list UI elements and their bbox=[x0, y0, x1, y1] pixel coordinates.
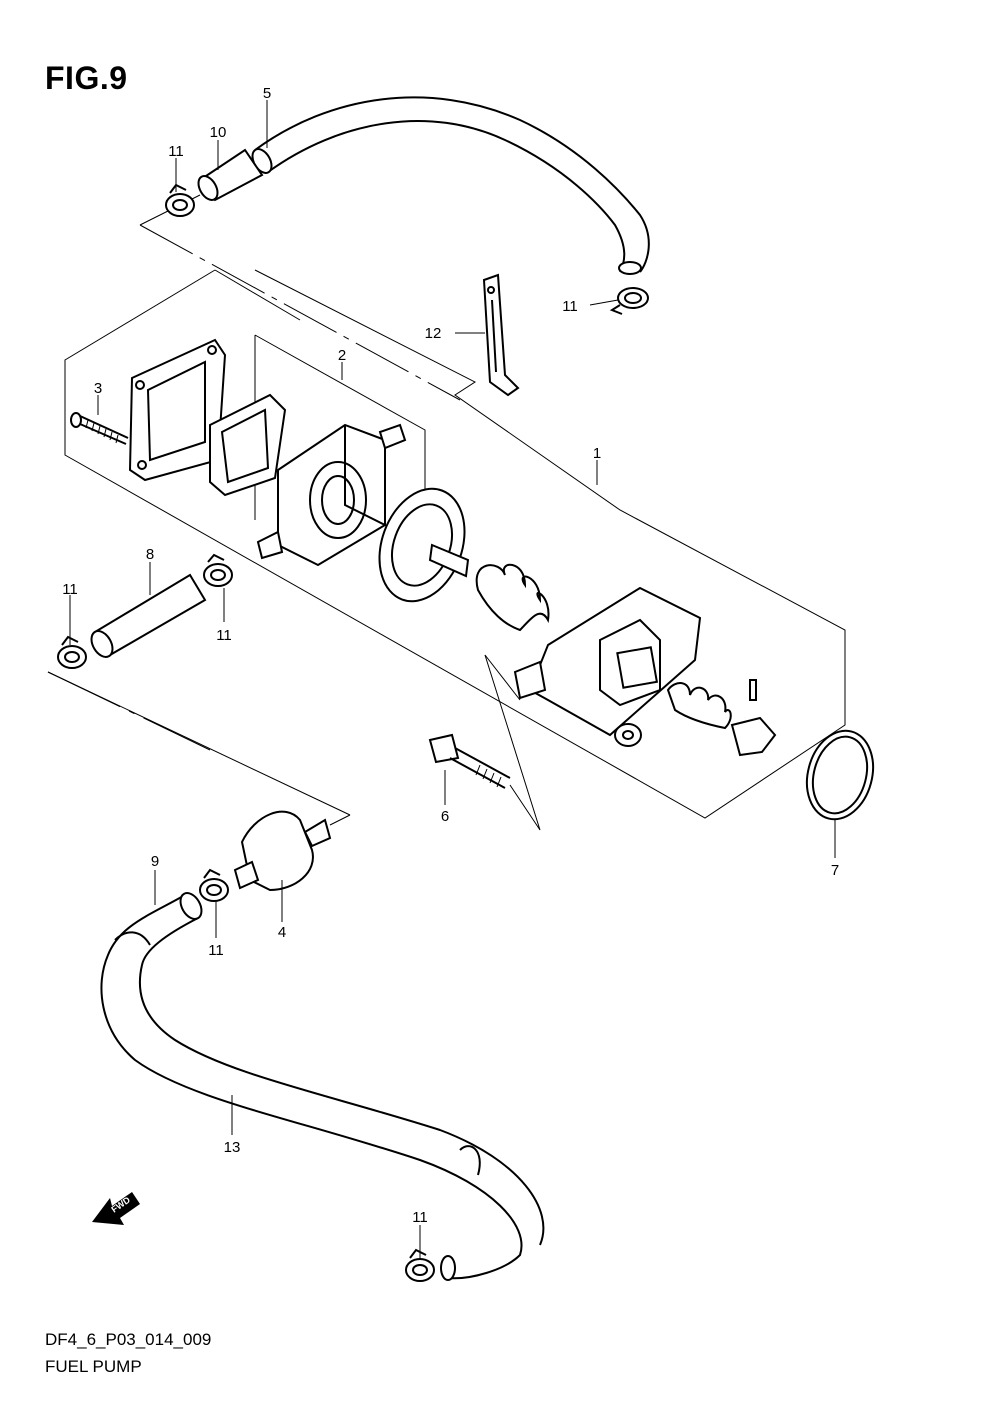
valve-cap bbox=[730, 679, 777, 757]
callout-3: 3 bbox=[94, 380, 102, 397]
callout-2: 2 bbox=[338, 347, 346, 364]
screw-3 bbox=[70, 412, 129, 445]
o-ring-7 bbox=[805, 729, 875, 821]
callout-4: 4 bbox=[278, 924, 286, 941]
callout-11-mid: 11 bbox=[216, 627, 232, 644]
bolt-outline-6 bbox=[484, 654, 541, 831]
hose-clip-11-bottom bbox=[405, 1248, 435, 1282]
callout-labels: 1 2 3 4 5 6 7 8 9 10 11 11 11 11 11 11 1… bbox=[62, 85, 839, 1226]
pump-diaphragm bbox=[378, 487, 470, 603]
callout-11-right: 11 bbox=[562, 298, 578, 315]
forward-direction-arrow: FWD bbox=[92, 1192, 140, 1225]
callout-5: 5 bbox=[263, 85, 271, 102]
hose-clip-11-mid bbox=[203, 553, 233, 587]
callout-11-filter: 11 bbox=[208, 942, 224, 959]
callout-12: 12 bbox=[425, 325, 442, 342]
figure-title: FIG.9 bbox=[45, 60, 128, 96]
callout-9: 9 bbox=[151, 853, 159, 870]
hose-clip-11-right bbox=[609, 287, 649, 315]
hose-clip-11-left bbox=[57, 635, 87, 669]
hose-group-outline-left bbox=[47, 671, 351, 826]
pump-cover-plate bbox=[128, 338, 227, 482]
callout-1: 1 bbox=[593, 445, 601, 462]
diaphragm-spring bbox=[475, 563, 550, 632]
callout-11-left: 11 bbox=[62, 581, 78, 598]
pump-body-2 bbox=[256, 423, 407, 567]
callout-6: 6 bbox=[441, 808, 449, 825]
callout-7: 7 bbox=[831, 862, 839, 879]
hose-bracket-12 bbox=[482, 273, 520, 397]
hose-clip-11-top bbox=[165, 183, 195, 217]
callout-11-top: 11 bbox=[168, 143, 184, 160]
check-valve-spring bbox=[666, 682, 732, 730]
diagram-caption: FUEL PUMP bbox=[45, 1357, 142, 1376]
valve-nut bbox=[614, 723, 642, 747]
callout-11-bottom: 11 bbox=[412, 1209, 428, 1226]
callout-8: 8 bbox=[146, 546, 154, 563]
fuel-hose-8 bbox=[90, 573, 207, 658]
fuel-hose-13 bbox=[100, 892, 545, 1281]
hose-joint-10 bbox=[197, 148, 264, 202]
diagram-code: DF4_6_P03_014_009 bbox=[45, 1330, 212, 1349]
fuel-filter-4 bbox=[233, 810, 332, 892]
callout-10: 10 bbox=[210, 124, 227, 141]
hose-clip-11-filter bbox=[199, 868, 229, 902]
pump-lower-housing bbox=[513, 586, 702, 737]
pump-gasket bbox=[209, 393, 287, 497]
leader-lines bbox=[69, 100, 836, 1258]
assembly-outline-1 bbox=[64, 269, 846, 819]
bolt-6 bbox=[428, 733, 511, 789]
callout-13: 13 bbox=[224, 1139, 241, 1156]
fuel-hose-5 bbox=[251, 96, 650, 275]
